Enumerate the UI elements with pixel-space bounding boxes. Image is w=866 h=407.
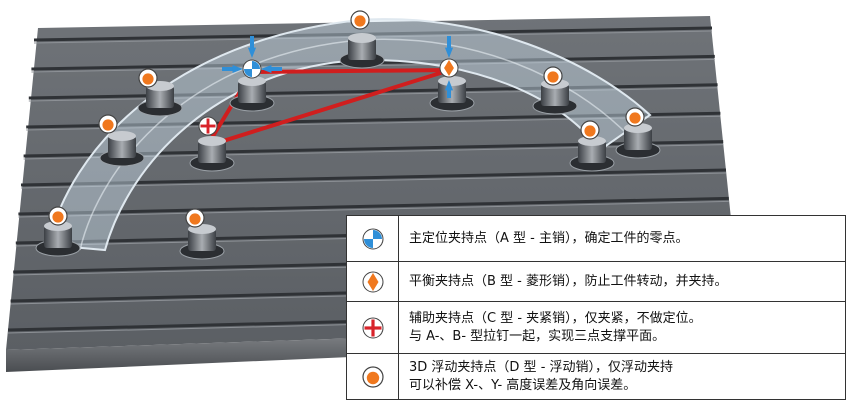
- clamp-body: [188, 229, 216, 251]
- legend-line: 平衡夹持点（B 型 - 菱形销），防止工件转动，并夹持。: [409, 273, 728, 289]
- direction-arrow-icon: [444, 80, 454, 98]
- clamp-body: [438, 81, 466, 103]
- clamping-point: [229, 59, 275, 112]
- legend-table: 主定位夹持点（A 型 - 主销），确定工件的零点。平衡夹持点（B 型 - 菱形销…: [346, 215, 846, 400]
- legend-description: 主定位夹持点（A 型 - 主销），确定工件的零点。: [399, 230, 688, 248]
- clamp-body: [238, 81, 266, 103]
- table-slot: [26, 111, 721, 129]
- clamp-top: [44, 221, 72, 231]
- type-d-floating-pin-icon: [98, 114, 118, 134]
- legend-icon-cell: [347, 262, 399, 301]
- clamp-body: [541, 84, 569, 106]
- clamp-body: [108, 136, 136, 158]
- direction-arrow-icon: [222, 64, 243, 74]
- clamp-top: [238, 76, 266, 86]
- legend-row: 辅助夹持点（C 型 - 夹紧销），仅夹紧，不做定位。与 A-、B- 型拉钉一起，…: [347, 302, 845, 354]
- legend-description: 辅助夹持点（C 型 - 夹紧销），仅夹紧，不做定位。与 A-、B- 型拉钉一起，…: [399, 310, 702, 346]
- legend-description: 3D 浮动夹持点（D 型 - 浮动销），仅浮动夹持可以补偿 X-、Y- 高度误差…: [399, 359, 673, 395]
- clamp-top: [438, 76, 466, 86]
- clamp-top: [348, 33, 376, 43]
- clamp-body: [624, 128, 652, 150]
- table-slot: [18, 196, 729, 216]
- legend-description: 平衡夹持点（B 型 - 菱形销），防止工件转动，并夹持。: [399, 273, 728, 291]
- direction-arrow-icon: [444, 36, 454, 58]
- legend-line: 可以补偿 X-、Y- 高度误差及角向误差。: [409, 377, 637, 393]
- table-slot: [33, 26, 713, 42]
- legend-icon-cell: [347, 354, 399, 399]
- clamping-point: [35, 206, 81, 257]
- direction-arrow-icon: [261, 64, 282, 74]
- clamp-body: [44, 226, 72, 248]
- table-slot-highlight: [18, 200, 729, 218]
- clamp-top: [108, 131, 136, 141]
- clamp-top: [198, 136, 226, 146]
- table-slot: [28, 83, 718, 100]
- legend-icon-cell: [347, 216, 399, 261]
- clamping-point: [429, 58, 475, 112]
- clamping-pins: [35, 10, 661, 260]
- clamping-point: [615, 107, 661, 159]
- clamping-point: [137, 68, 183, 117]
- type-d-floating-pin-icon: [543, 66, 563, 86]
- clamp-top: [578, 136, 606, 146]
- clamping-point: [569, 120, 615, 172]
- type-d-floating-pin-icon: [185, 208, 205, 228]
- legend-line: 辅助夹持点（C 型 - 夹紧销），仅夹紧，不做定位。: [409, 310, 702, 326]
- type-d-floating-pin-icon: [361, 365, 384, 388]
- clamp-body: [198, 141, 226, 163]
- type-a-main-pin-icon: [242, 59, 262, 79]
- legend-line: 与 A-、B- 型拉钉一起，实现三点支撑平面。: [409, 328, 666, 344]
- type-a-main-pin-icon: [362, 228, 383, 249]
- type-b-diamond-pin-icon: [362, 271, 383, 292]
- legend-row: 主定位夹持点（A 型 - 主销），确定工件的零点。: [347, 216, 845, 262]
- clamp-body: [578, 141, 606, 163]
- type-d-floating-pin-icon: [138, 68, 158, 88]
- table-slot: [20, 168, 727, 187]
- direction-arrow-icon: [247, 36, 257, 58]
- legend-line: 主定位夹持点（A 型 - 主销），确定工件的零点。: [409, 230, 689, 246]
- workpiece-arc: [46, 18, 652, 252]
- type-d-floating-pin-icon: [48, 206, 68, 226]
- type-d-floating-pin-icon: [625, 107, 645, 127]
- legend-row: 3D 浮动夹持点（D 型 - 浮动销），仅浮动夹持可以补偿 X-、Y- 高度误差…: [347, 354, 845, 399]
- clamping-point: [339, 10, 385, 69]
- type-c-clamp-pin-icon: [198, 116, 218, 136]
- clamping-point: [532, 66, 578, 115]
- legend-line: 3D 浮动夹持点（D 型 - 浮动销），仅浮动夹持: [409, 359, 674, 375]
- clamping-point: [179, 208, 225, 260]
- table-slot-highlight: [26, 115, 721, 131]
- type-c-clamp-pin-icon: [362, 317, 383, 338]
- type-b-diamond-pin-icon: [439, 58, 459, 78]
- clamp-body: [146, 86, 174, 108]
- type-d-floating-pin-icon: [350, 10, 370, 30]
- clamping-point: [189, 116, 235, 172]
- clamp-body: [348, 38, 376, 60]
- clamping-point: [98, 114, 145, 167]
- table-slot-highlight: [20, 172, 727, 189]
- type-d-floating-pin-icon: [580, 120, 600, 140]
- legend-row: 平衡夹持点（B 型 - 菱形销），防止工件转动，并夹持。: [347, 262, 845, 302]
- legend-icon-cell: [347, 302, 399, 353]
- three-point-triangle: [202, 68, 451, 150]
